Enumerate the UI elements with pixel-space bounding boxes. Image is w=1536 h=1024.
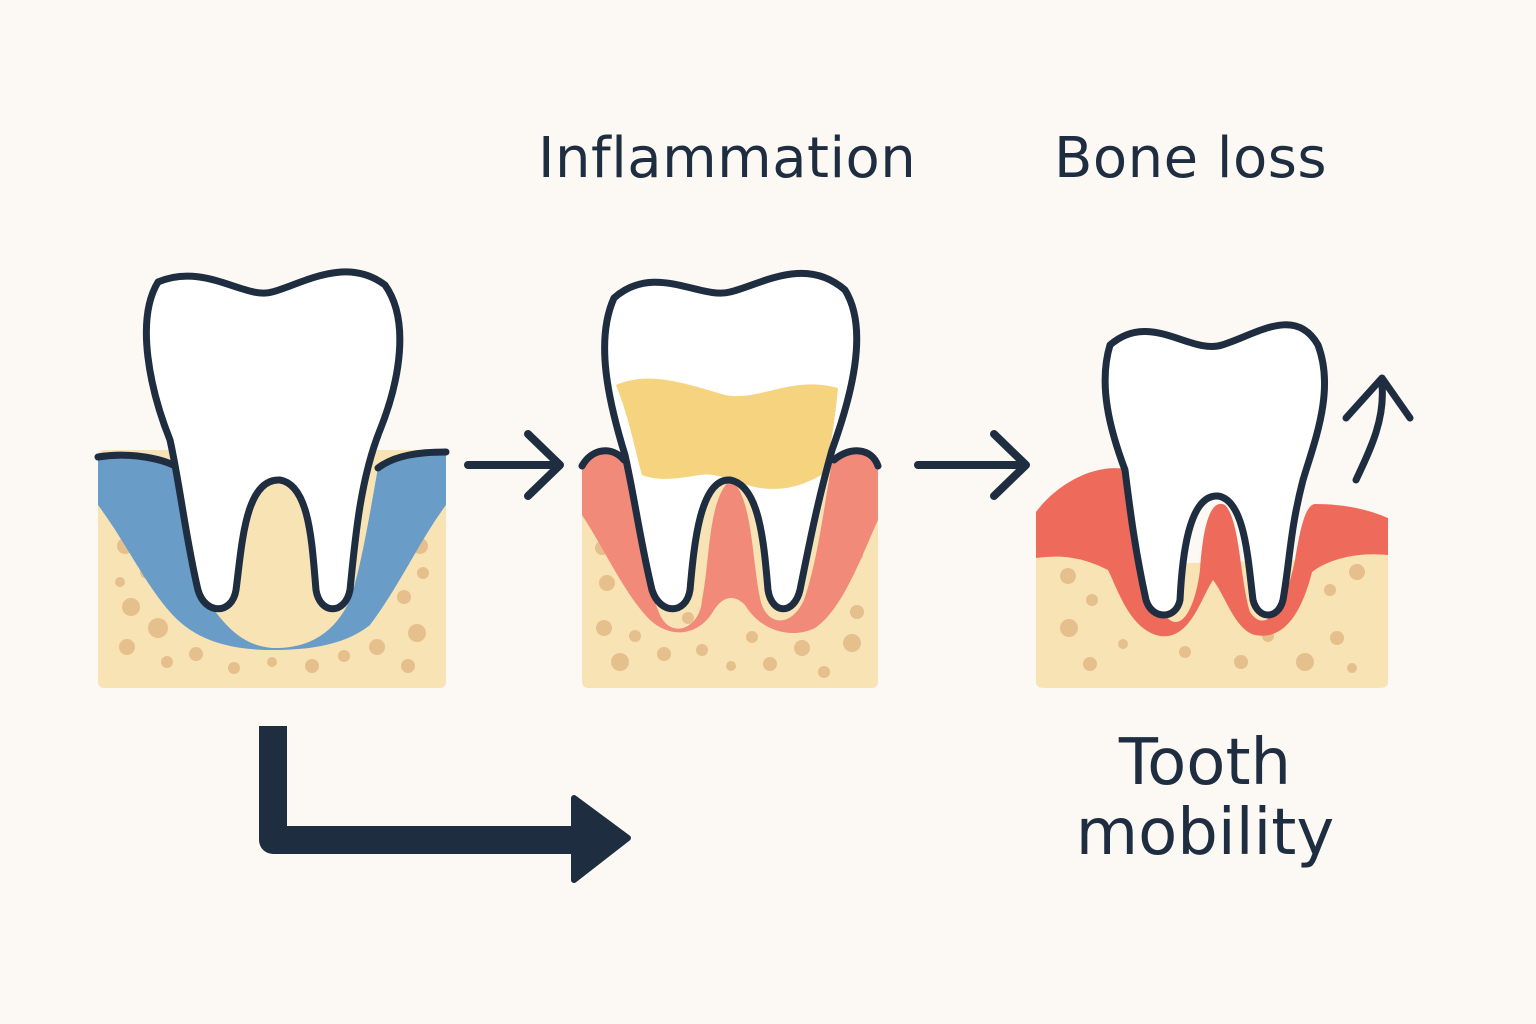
arrow-right-icon <box>914 430 1030 500</box>
stage-label-inflammation: Inflammation <box>538 126 917 191</box>
gum-line <box>578 447 882 470</box>
bone-texture <box>1060 564 1365 673</box>
stage-label-tooth-mobility: Tooth mobility <box>1060 728 1350 868</box>
arrow-right-icon <box>464 430 564 500</box>
curved-up-arrow-icon <box>1342 374 1414 484</box>
tooth-mobility-line1: Tooth <box>1118 726 1292 800</box>
panel-inflammation <box>578 269 882 688</box>
panel-healthy <box>94 268 450 688</box>
stage-label-bone-loss: Bone loss <box>1054 126 1328 191</box>
healthy-gum <box>98 452 446 650</box>
receded-gum <box>1036 468 1388 637</box>
tooth-icon <box>1101 321 1329 619</box>
tooth-outline <box>601 269 861 613</box>
elbow-arrow-icon <box>259 726 631 883</box>
bone-texture <box>595 541 864 678</box>
plaque-deposit <box>616 378 838 489</box>
tooth-mobility-line2: mobility <box>1075 796 1335 870</box>
tooth-icon <box>142 268 404 613</box>
panel-bone-loss <box>1036 321 1414 688</box>
inflamed-gum <box>582 451 878 634</box>
